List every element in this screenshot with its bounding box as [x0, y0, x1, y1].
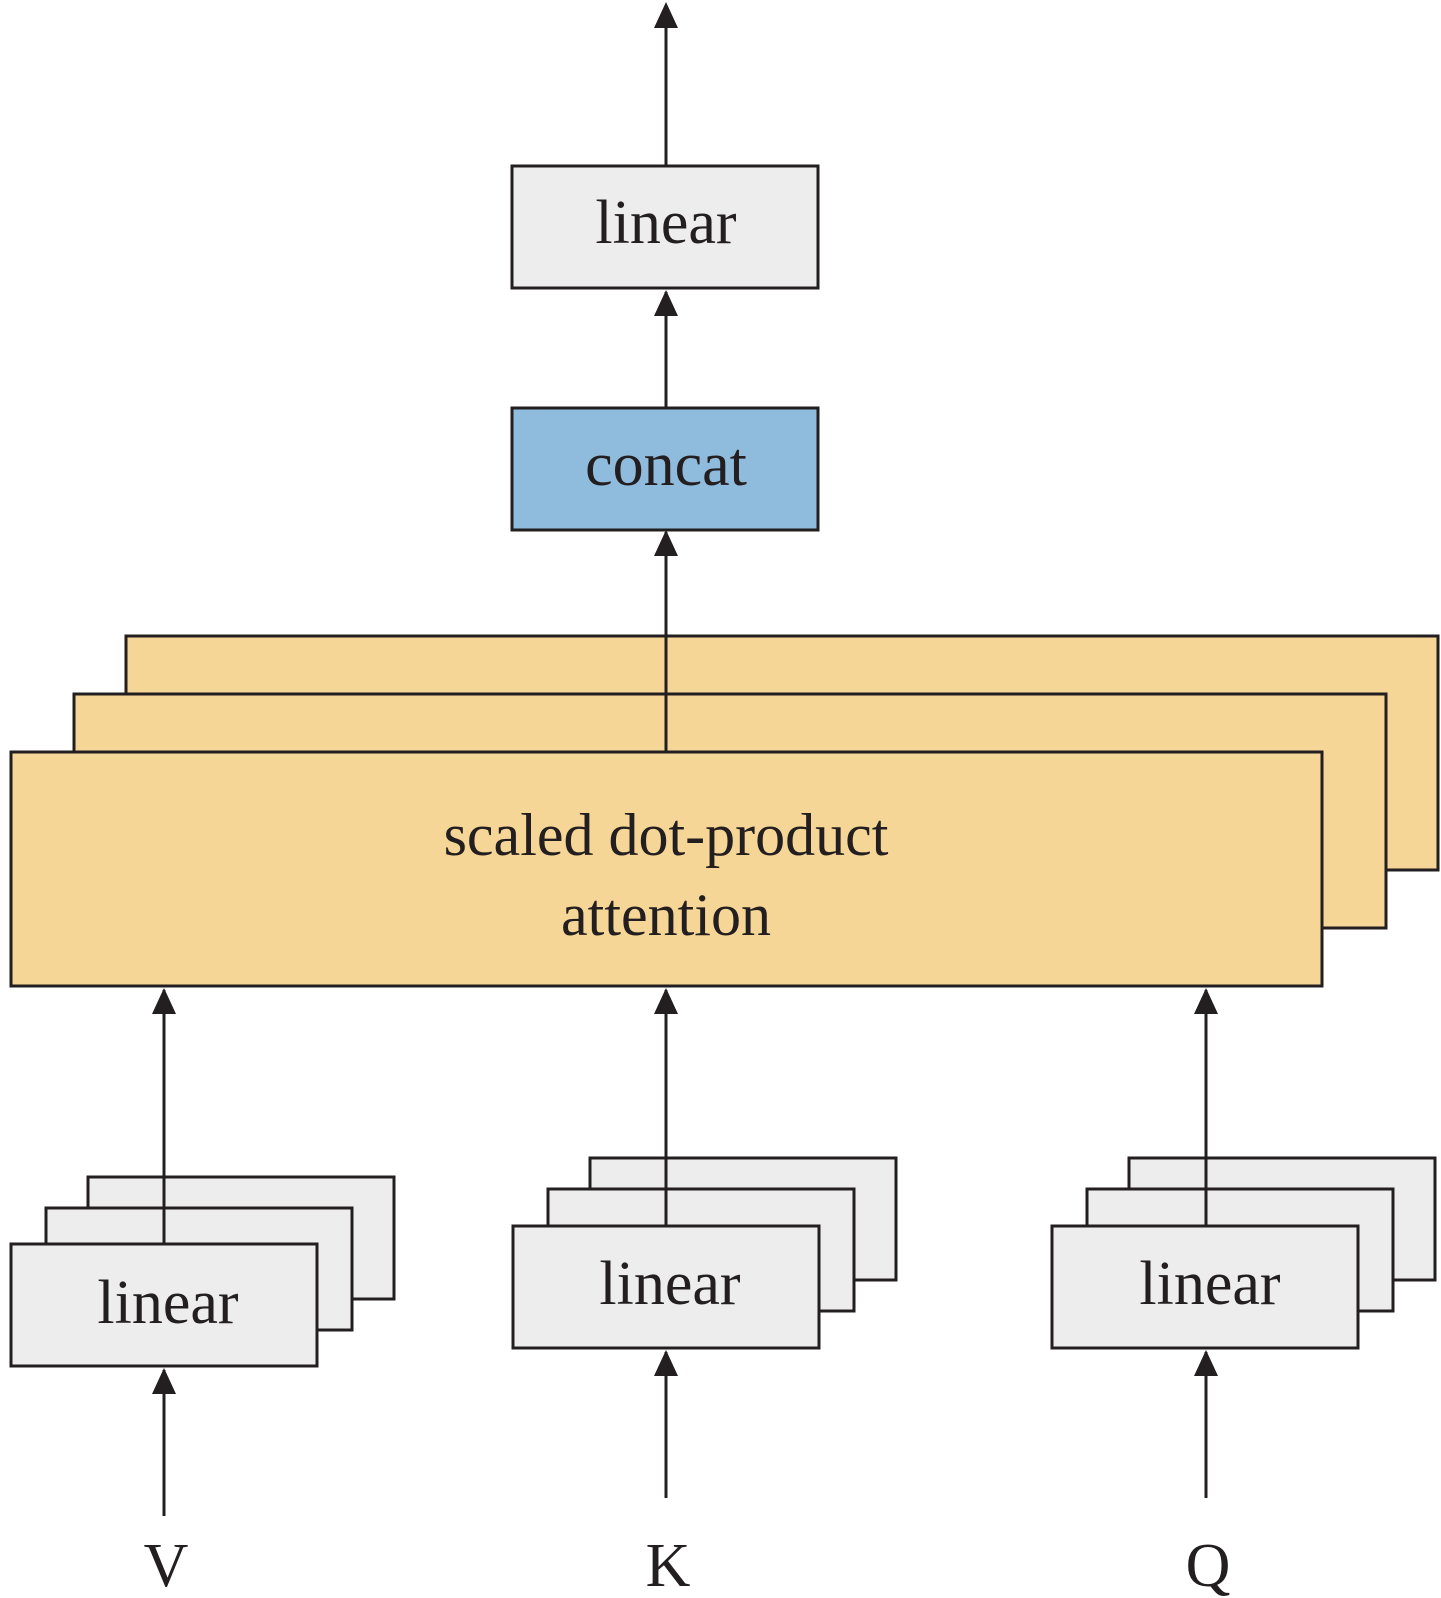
v-branch: linear V — [9, 988, 396, 1598]
v-input-label: V — [144, 1532, 189, 1598]
arrowhead-q-linear — [1194, 1350, 1218, 1376]
attention-label-line2: attention — [561, 882, 771, 948]
arrowhead-k-linear — [654, 1350, 678, 1376]
arrowhead-output-linear — [654, 290, 678, 316]
arrowhead-v-attention — [152, 988, 176, 1014]
concat-label: concat — [585, 431, 747, 499]
attention-head-front — [9, 750, 1324, 988]
arrowhead-q-attention — [1194, 988, 1218, 1014]
q-input-label: Q — [1186, 1532, 1231, 1598]
v-linear-label: linear — [97, 1269, 238, 1337]
arrowhead-output — [654, 2, 678, 28]
k-branch: linear K — [511, 988, 898, 1598]
k-input-label: K — [646, 1532, 691, 1598]
q-branch: linear Q — [1050, 988, 1437, 1598]
arrowhead-concat — [654, 530, 678, 556]
k-linear-label: linear — [599, 1250, 740, 1318]
attention-label-line1: scaled dot-product — [444, 802, 889, 868]
k-linear-front — [511, 1224, 821, 1350]
arrowhead-k-attention — [654, 988, 678, 1014]
output-linear-box — [510, 164, 820, 290]
arrowhead-v-linear — [152, 1368, 176, 1394]
v-linear-front — [9, 1242, 319, 1368]
q-linear-front — [1050, 1224, 1360, 1350]
output-linear-label: linear — [595, 189, 736, 257]
q-linear-label: linear — [1139, 1250, 1280, 1318]
